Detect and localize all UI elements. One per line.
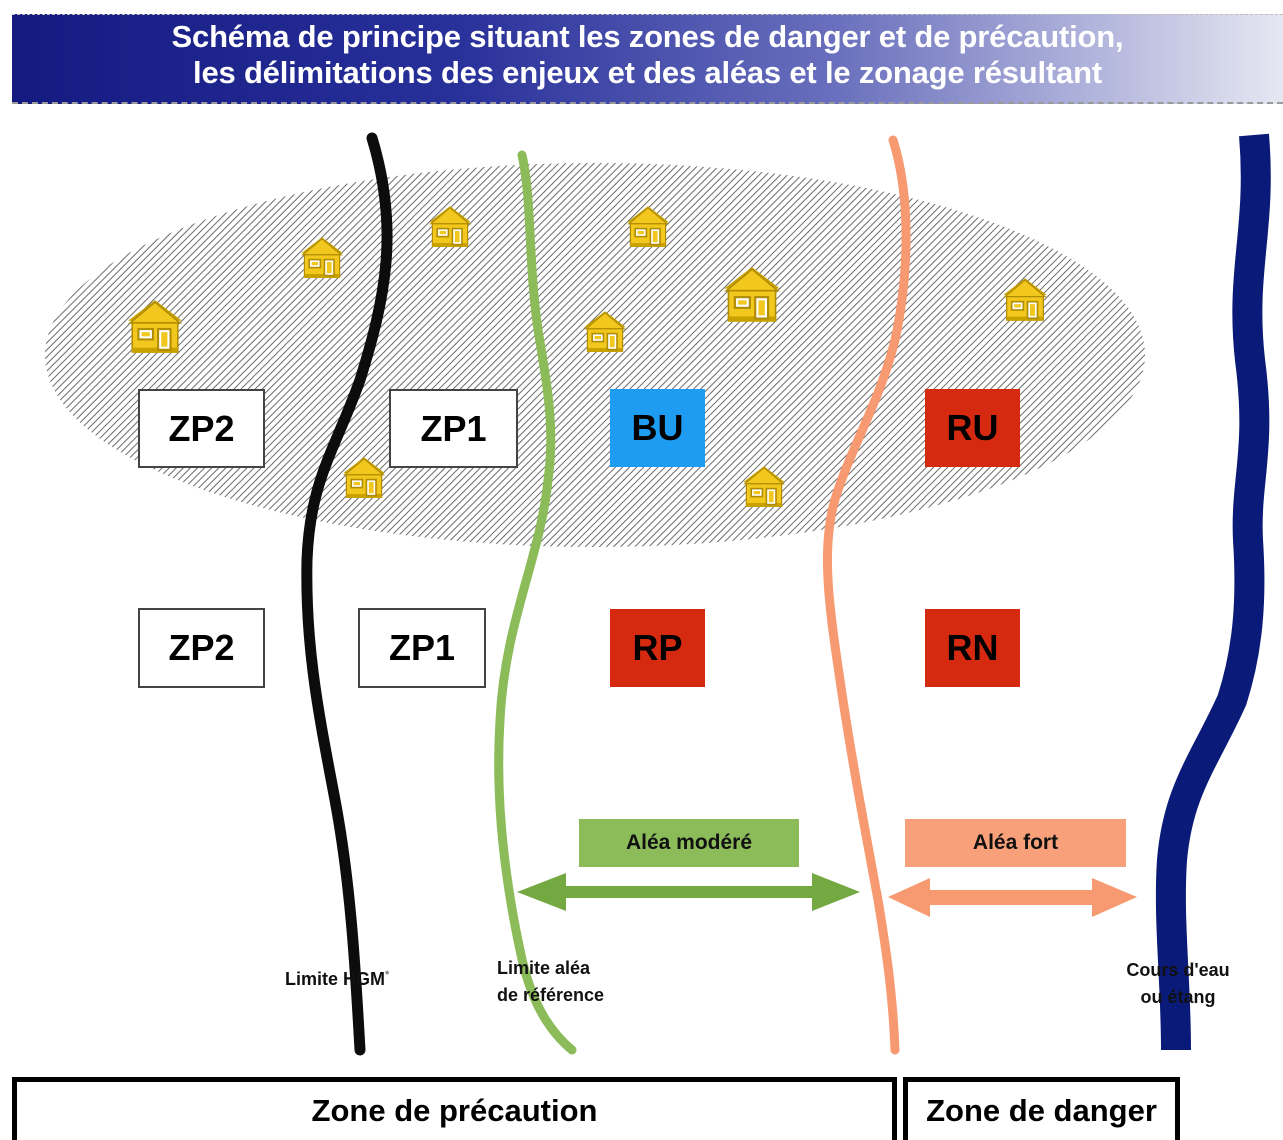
title-line-2: les délimitations des enjeux et des aléa…	[193, 55, 1102, 90]
zone-bu-label: BU	[631, 407, 684, 448]
zone-rn-label: RN	[946, 627, 999, 668]
zone-zp1-upper: ZP1	[389, 389, 518, 468]
limite-alea-reference-label: Limite aléa de référence	[497, 955, 604, 1009]
alea-modere-box: Aléa modéré	[579, 819, 799, 867]
zone-danger-label: Zone de danger	[926, 1093, 1157, 1128]
limite-alea-reference-line-1: Limite aléa	[497, 958, 591, 978]
zone-precaution-label: Zone de précaution	[311, 1093, 598, 1128]
water-course-line	[1155, 133, 1271, 1051]
alea-modere-label: Aléa modéré	[625, 831, 753, 854]
limite-hgm-label: Limite HGM*	[285, 962, 389, 993]
zone-bu: BU	[610, 389, 705, 467]
zone-zp2-upper-label: ZP2	[168, 407, 235, 449]
water-course-line-2: ou étang	[1140, 987, 1216, 1007]
alea-fort-label: Aléa fort	[972, 831, 1059, 854]
zone-ru-label: RU	[946, 407, 999, 448]
zone-rn: RN	[925, 609, 1020, 687]
water-course-line-1: Cours d'eau	[1126, 960, 1230, 980]
zone-zp1-upper-label: ZP1	[420, 407, 487, 449]
zone-zp2-upper: ZP2	[138, 389, 265, 468]
title-line-1: Schéma de principe situant les zones de …	[171, 19, 1124, 54]
zone-zp1-lower-label: ZP1	[388, 627, 456, 668]
limite-alea-fort-line	[822, 135, 911, 1055]
limite-hgm-text: Limite HGM	[285, 969, 386, 989]
zone-zp1-lower: ZP1	[358, 608, 486, 688]
zone-ru: RU	[925, 389, 1020, 467]
limite-hgm-line	[301, 132, 393, 1056]
alea-fort-box: Aléa fort	[905, 819, 1126, 867]
zone-zp2-lower: ZP2	[138, 608, 265, 688]
zone-danger-box: Zone de danger	[903, 1077, 1180, 1140]
zone-precaution-box: Zone de précaution	[12, 1077, 897, 1140]
zone-rp: RP	[610, 609, 705, 687]
zone-zp2-lower-label: ZP2	[168, 627, 235, 668]
limite-hgm-asterisk: *	[385, 969, 390, 981]
alea-modere-arrow	[517, 873, 860, 911]
alea-fort-arrow	[888, 878, 1137, 917]
title-banner: Schéma de principe situant les zones de …	[12, 14, 1283, 104]
enjeux-area	[45, 163, 1145, 547]
water-course-label: Cours d'eau ou étang	[1108, 957, 1248, 1011]
zone-rp-label: RP	[632, 627, 683, 668]
limite-alea-reference-line-2: de référence	[497, 985, 605, 1005]
limite-alea-reference-line	[494, 150, 577, 1055]
